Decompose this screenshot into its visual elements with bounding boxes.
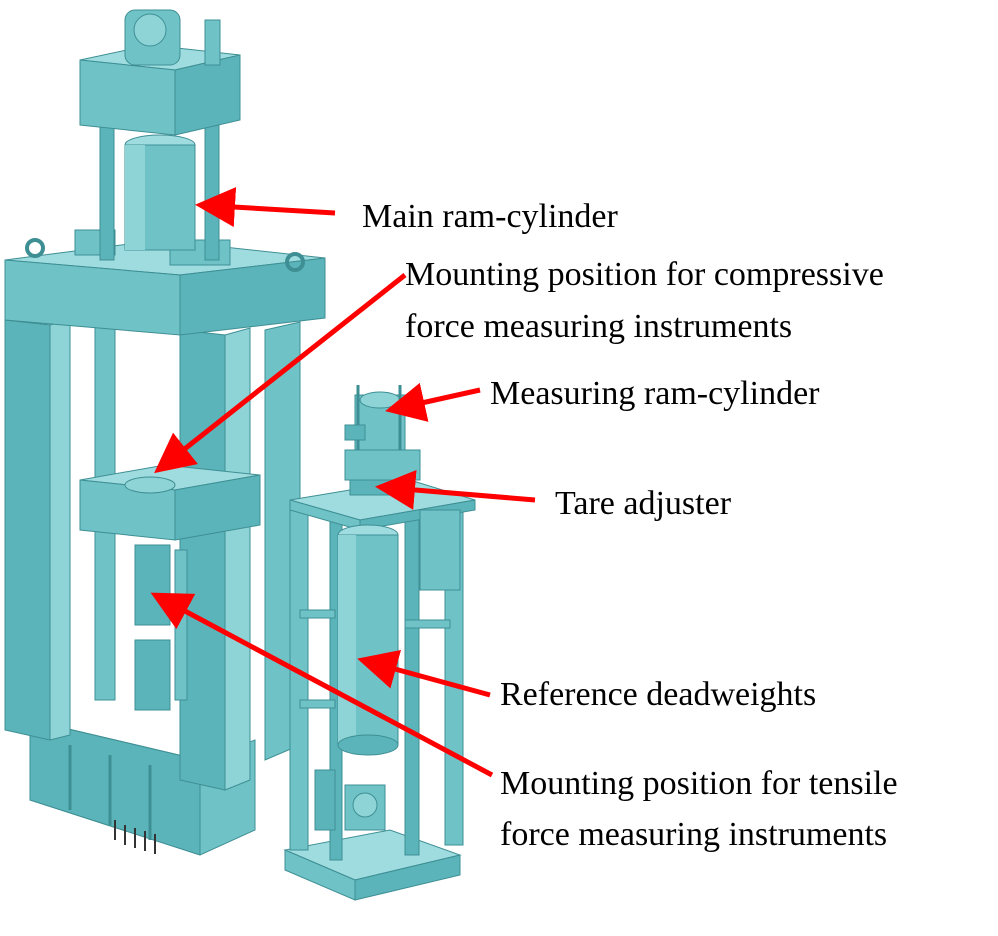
main-ram-cylinder [124,134,196,251]
arrow-measuring-ram-cylinder [385,382,481,422]
arrow-main-ram-cylinder [195,187,336,228]
large-machine-tensile-frame [134,544,188,711]
label-tare-adjuster: Tare adjuster [555,485,732,522]
arrow-reference-deadweights [357,649,491,698]
arrow-tare-adjuster [375,469,536,510]
arrow-compressive-position [154,273,407,474]
large-machine-base [29,719,256,856]
small-machine [283,385,476,901]
label-compressive-line1: Mounting position for compressive [405,256,884,293]
label-compressive-line2: force measuring instruments [405,308,793,345]
label-tensile-line1: Mounting position for tensile [500,765,898,802]
small-machine-lower-parts [299,609,451,831]
large-machine [4,9,326,856]
large-machine-crosshead [79,464,261,541]
label-reference-deadweights: Reference deadweights [500,676,817,713]
measuring-ram-cylinder [344,385,421,481]
large-machine-head [79,9,241,136]
label-measuring-ram-cylinder: Measuring ram-cylinder [490,375,820,412]
callout-arrows [150,187,536,778]
label-tensile-line2: force measuring instruments [500,816,888,853]
label-main-ram-cylinder: Main ram-cylinder [362,198,618,235]
arrow-tensile-position [150,592,494,778]
small-machine-base [283,829,462,901]
large-machine-top-frame [4,229,326,336]
